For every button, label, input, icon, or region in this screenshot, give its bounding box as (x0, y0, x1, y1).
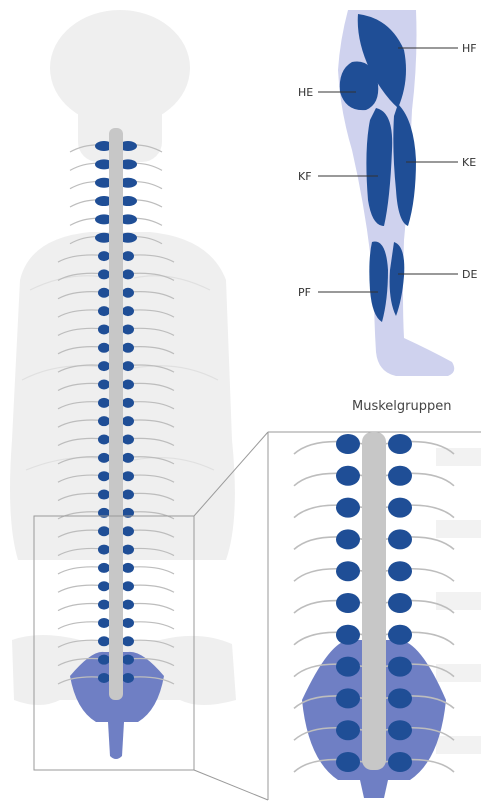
zoomed-nerve-ganglion (336, 466, 360, 486)
nerve-ganglion (98, 490, 110, 500)
nerve-ganglion (122, 600, 134, 610)
nerve-ganglion (98, 251, 110, 261)
coccyx (108, 722, 124, 759)
zoomed-nerve-ganglion (388, 434, 412, 454)
nerve-ganglion (98, 416, 110, 426)
zoomed-spinal-column (294, 432, 454, 798)
nerve-ganglion (98, 269, 110, 279)
zoomed-nerve-ganglion (336, 593, 360, 613)
nerve-ganglion (98, 563, 110, 573)
nerve-ganglion (122, 361, 134, 371)
nerve-ganglion (98, 673, 110, 683)
nerve-ganglion (122, 324, 134, 334)
nerve-ganglion (122, 343, 134, 353)
nerve-ganglion (122, 526, 134, 536)
nerve-ganglion (122, 636, 134, 646)
nerve-ganglion (122, 673, 134, 683)
nerve-ganglion (122, 416, 134, 426)
zoomed-nerve-ganglion (336, 498, 360, 518)
nerve-ganglion (98, 655, 110, 665)
nerve-ganglion (98, 398, 110, 408)
zoomed-nerve-ganglion (388, 593, 412, 613)
zoomed-nerve-ganglion (336, 561, 360, 581)
nerve-ganglion (122, 618, 134, 628)
nerve-ganglion (122, 453, 134, 463)
zoomed-nerve-ganglion (336, 720, 360, 740)
label-pf: PF (298, 286, 311, 299)
leg-illustration: HF HE KF KE PF DE (298, 10, 477, 376)
nerve-ganglion (98, 306, 110, 316)
nerve-ganglion (98, 343, 110, 353)
nerve-ganglion (122, 435, 134, 445)
nerve-ganglion (122, 490, 134, 500)
nerve-ganglion (122, 306, 134, 316)
zoomed-nerve-ganglion (388, 561, 412, 581)
nerve-ganglion (122, 581, 134, 591)
nerve-ganglion (122, 269, 134, 279)
caption-muskelgruppen: Muskelgruppen (352, 399, 451, 414)
nerve-ganglion (122, 563, 134, 573)
zoomed-nerve-ganglion (388, 466, 412, 486)
zoomed-nerve-ganglion (336, 688, 360, 708)
nerve-ganglion (98, 471, 110, 481)
zoomed-nerve-ganglion (388, 529, 412, 549)
zoomed-nerve-ganglion (336, 625, 360, 645)
label-kf: KF (298, 170, 312, 183)
nerve-ganglion (122, 251, 134, 261)
nerve-ganglion (98, 545, 110, 555)
nerve-ganglion (98, 636, 110, 646)
label-hf: HF (462, 42, 477, 55)
spinal-cord (109, 128, 123, 700)
nerve-ganglion (122, 379, 134, 389)
nerve-ganglion (122, 288, 134, 298)
zoomed-nerve-ganglion (336, 434, 360, 454)
zoomed-nerve-ganglion (336, 657, 360, 677)
nerve-ganglion (98, 288, 110, 298)
zoomed-nerve-ganglion (388, 657, 412, 677)
nerve-ganglion (98, 361, 110, 371)
zoomed-nerve-ganglion (388, 720, 412, 740)
zoomed-nerve-ganglion (336, 752, 360, 772)
nerve-ganglion (98, 600, 110, 610)
zoomed-nerve-ganglion (336, 529, 360, 549)
label-he: HE (298, 86, 313, 99)
zoomed-spinal-cord (362, 432, 386, 770)
nerve-ganglion (122, 655, 134, 665)
nerve-ganglion (98, 435, 110, 445)
label-de: DE (462, 268, 477, 281)
label-ke: KE (462, 156, 476, 169)
nerve-ganglion (98, 324, 110, 334)
nerve-ganglion (98, 618, 110, 628)
nerve-ganglion (98, 526, 110, 536)
zoomed-nerve-ganglion (388, 688, 412, 708)
nerve-ganglion (122, 545, 134, 555)
nerve-ganglion (98, 453, 110, 463)
zoomed-nerve-ganglion (388, 498, 412, 518)
zoom-line-bottom (194, 770, 268, 800)
zoomed-nerve-ganglion (388, 752, 412, 772)
zoomed-coccyx (360, 780, 388, 798)
nerve-ganglion (98, 379, 110, 389)
nerve-ganglion (122, 398, 134, 408)
zoomed-nerve-ganglion (388, 625, 412, 645)
nerve-ganglion (98, 581, 110, 591)
nerve-ganglion (122, 471, 134, 481)
